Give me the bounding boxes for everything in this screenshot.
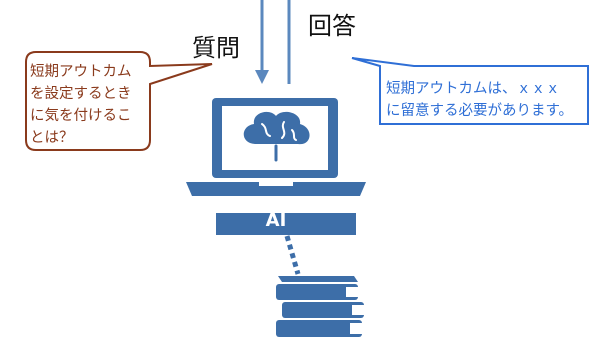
books-icon: [276, 276, 366, 337]
dotted-connector: [284, 235, 301, 275]
question-line: とは？: [30, 130, 74, 146]
ai-bar: [216, 213, 356, 235]
question-line: に気を付けるこ: [30, 108, 132, 124]
answer-line-text: 短期アウトカムは、ｘｘｘ: [386, 81, 560, 97]
question-label: 質問: [192, 34, 240, 62]
answer-box-text: 短期アウトカムは、ｘｘｘ に留意する必要があります。: [386, 78, 592, 122]
answer-label: 回答: [308, 12, 356, 40]
answer-box-shape: [351, 57, 589, 125]
question-line: 短期アウトカム: [30, 64, 132, 80]
question-bubble-shape: [25, 51, 213, 151]
question-arrow: [255, 0, 269, 84]
answer-line-text: に留意する必要があります。: [386, 103, 574, 119]
question-line: を設定するとき: [30, 86, 132, 102]
ai-label: AI: [265, 210, 287, 231]
question-bubble-text: 短期アウトカム を設定するとき に気を付けるこ とは？: [30, 61, 154, 149]
brain-icon: [243, 111, 310, 162]
